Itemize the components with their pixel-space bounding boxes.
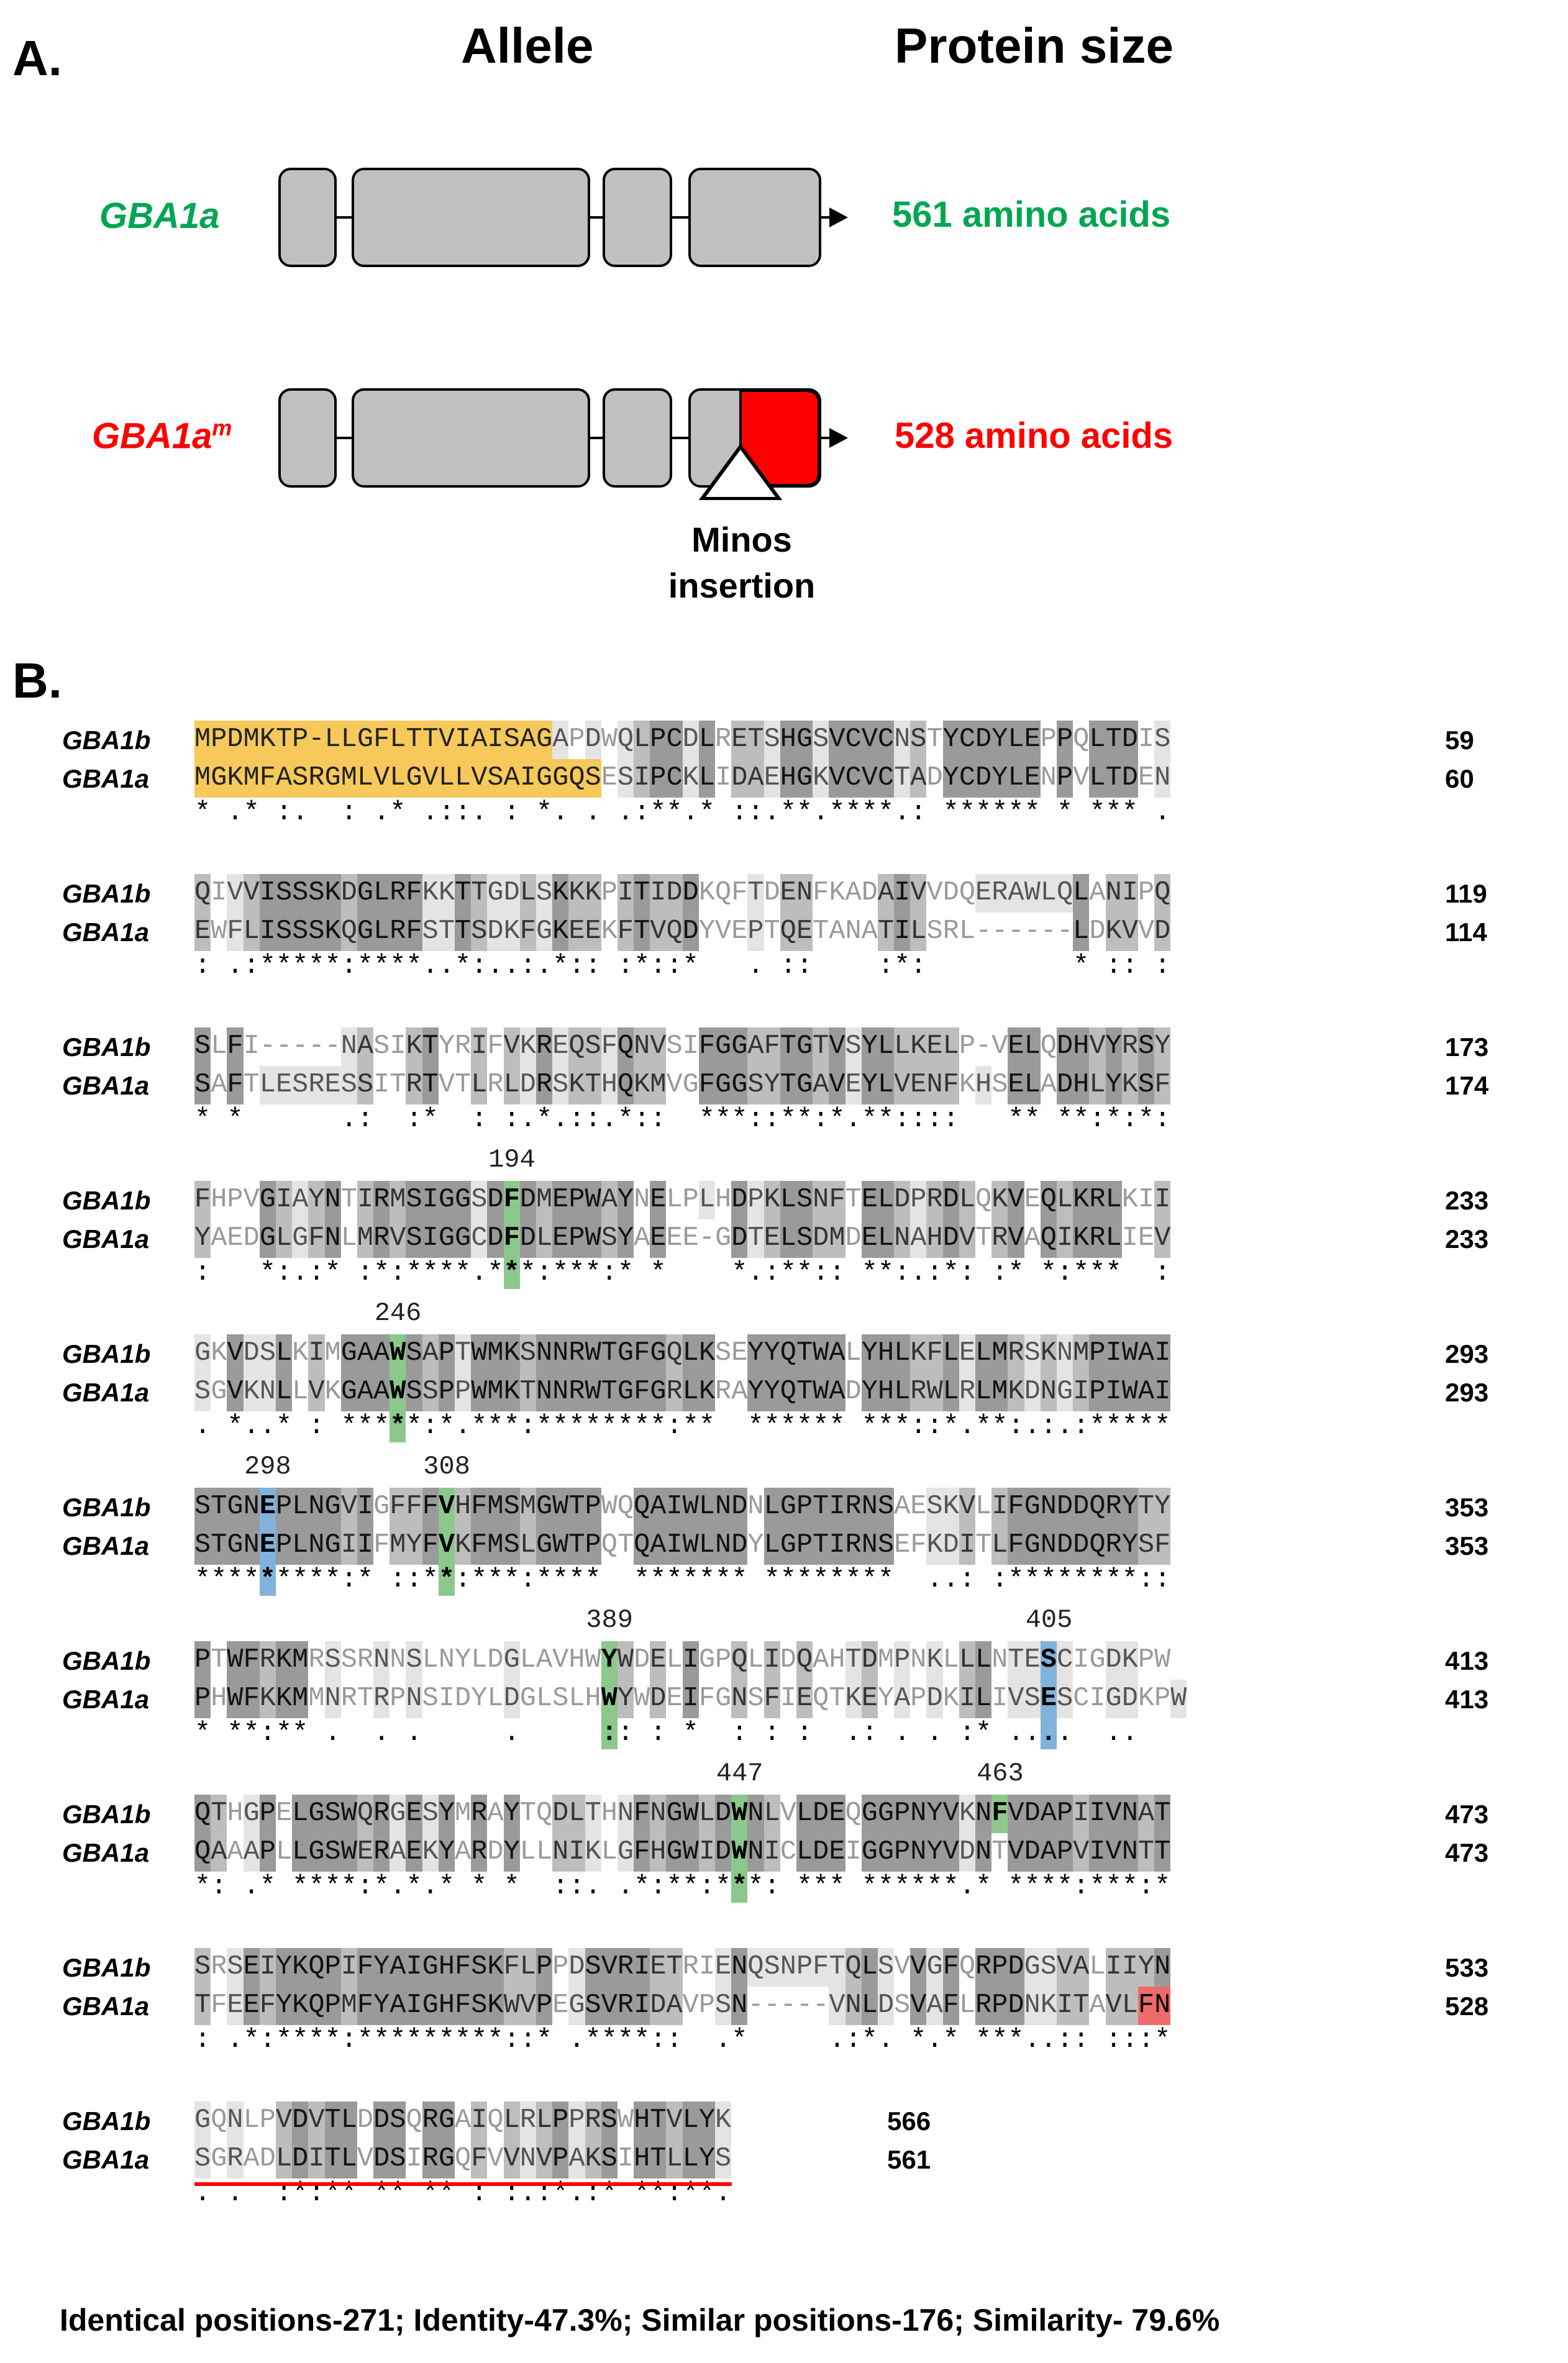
sequence-label: GBA1b [62,1186,151,1215]
sequence-row-a: SLFI-----NASIKTYRIFVKREQSFQNVSIFGGAFTGTV… [194,1027,1171,1066]
sequence-label: GBA1b [62,1339,151,1368]
sequence-row-a: PTWFRKMRSSRNNSLNYLDGLAVHWYWDELIGPQLIDQAH… [194,1641,1170,1680]
consensus-row: * .* :. : .* .::. : *. . .:**.* ::.**.**… [194,798,1171,828]
sequence-row-a: STGNEPLNGVIGFFFVHFMSMGWTPWQQAIWLNDNLGPTI… [194,1488,1171,1526]
residue-count: 293 [1445,1378,1489,1407]
deleted-region-underline [194,2182,732,2186]
sequence-label: GBA1b [62,1800,151,1829]
sequence-row-a: FHPVGIAYNTIRMSIGGSDFDMEPWAYNELPLHDPKLSNF… [194,1181,1171,1219]
sequence-label: GBA1a [62,1992,150,2021]
residue-count: 173 [1445,1032,1489,1062]
protein-size-wildtype: 561 amino acids [892,194,1171,235]
consensus-row: *: .* ****:*.*.* * * ::. .*:**:***: *** … [194,1872,1171,1903]
sequence-row-a: GQNLPVDVTLDDSQRGAIQLRLPPRSWHTVLYK [194,2101,732,2140]
sequence-row-b: SGRADLDITLVDSIRGQFVVNVPAKSIHTLLYS [194,2140,732,2179]
residue-count: 59 [1445,726,1474,755]
consensus-row: *********:* ::**:***:**** ******* ******… [194,1565,1171,1596]
sequence-row-b: STGNEPLNGIIFMYFVKFMSLGWTPQTQAIWLNDYLGPTI… [194,1526,1171,1565]
minos-insertion-label: Minos insertion [668,520,816,605]
sequence-label: GBA1b [62,726,151,755]
residue-count: 233 [1445,1224,1489,1254]
consensus-row: : .:*****:****..*:..:.*:: :*::* . :: :*:… [194,951,1171,981]
protein-size-mutant: 528 amino acids [895,416,1174,456]
residue-count: 114 [1445,917,1487,947]
sequence-row-a: QIVVISSSKDGLRFKKTTGDLSKKKPITIDDKQFTDENFK… [194,874,1171,913]
residue-count: 293 [1445,1339,1489,1368]
sequence-label: GBA1a [62,1838,150,1867]
residue-position-label: 405 [1025,1605,1073,1635]
residue-count: 473 [1445,1800,1489,1829]
residue-position-label: 463 [977,1759,1024,1788]
allele-header: Allele [461,18,594,73]
sequence-row-a: MPDMKTP-LLGFLTTVIAISAGAPDWQLPCDLRETSHGSV… [194,721,1171,759]
sequence-label: GBA1a [62,917,150,947]
residue-count: 533 [1445,1953,1489,1982]
residue-count: 561 [887,2145,931,2174]
residue-position-label: 308 [423,1452,470,1482]
allele-name-mutant: GBA1am [92,415,232,457]
sequence-label: GBA1b [62,1032,151,1062]
sequence-row-b: MGKMFASRGMLVLGVLLVSAIGGQSESIPCKLIDAEHGKV… [194,759,1171,798]
residue-count: 566 [887,2106,931,2136]
sequence-label: GBA1b [62,1953,151,1982]
sequence-row-a: SRSEIYKQPIFYAIGHFSKFLPPDSVRIETRIENQSNPFT… [194,1948,1171,1987]
residue-count: 353 [1445,1493,1489,1522]
residue-position-label: 447 [716,1759,763,1788]
residue-position-label: 389 [586,1605,633,1635]
sequence-row-a: QTHGPELGSWQRGESYMRAYTQDLTHNFNGWLDWNLVLDE… [194,1795,1171,1833]
sequence-row-b: SGVKNLLVKGAAWSSPPWMKTNNRWTGFGRLKRAYYQTWA… [194,1373,1171,1411]
residue-position-label: 194 [488,1145,536,1175]
panel-a-label: A. [12,30,62,86]
sequence-label: GBA1a [62,764,150,793]
sequence-row-b: PHWFKKMMNRTRPNSIDYLDGLSLHWYWDEIFGNSFIEQT… [194,1680,1187,1718]
residue-count: 60 [1445,764,1474,793]
residue-count: 413 [1445,1685,1489,1714]
gene-structure-mutant [278,388,848,500]
residue-count: 413 [1445,1646,1489,1675]
consensus-row: : .*:****:*********::* .****:: .* .:*. *… [194,2025,1171,2056]
sequence-label: GBA1b [62,879,151,908]
consensus-row: * * .: :* : :.*.::.*:: ***::**:*.**:::: … [194,1104,1171,1135]
sequence-label: GBA1a [62,1378,150,1407]
sequence-row-b: SAFTLESRESSITRTVTLRLDRSKTHQKMVGFGGSYTGAV… [194,1066,1171,1104]
consensus-row: . *..* : *****:*.***:********:** ****** … [194,1411,1171,1442]
consensus-row: : *:.:* :*:****.***:***:* * *.:**:: **:.… [194,1258,1171,1289]
sequence-label: GBA1a [62,1071,150,1100]
consensus-row: * **:** . . . . :: : * : : : .: . . :* .… [194,1718,1138,1749]
sequence-row-b: TFEEFYKQPMFYAIGHFSKWVPEGSVRIDAVPSN-----V… [194,1987,1171,2025]
residue-count: 353 [1445,1531,1489,1560]
sequence-label: GBA1a [62,1531,150,1560]
residue-count: 119 [1445,879,1487,908]
protein-size-header: Protein size [895,18,1174,73]
sequence-label: GBA1b [62,1493,151,1522]
residue-position-label: 246 [374,1298,422,1328]
residue-count: 233 [1445,1186,1489,1215]
alignment-statistics: Identical positions-271; Identity-47.3%;… [60,2303,1220,2338]
sequence-label: GBA1a [62,1224,150,1254]
sequence-label: GBA1b [62,2106,151,2136]
sequence-row-b: QAAAPLLGSWERAEKYARDYLLNIKLGFHGWIDWNICLDE… [194,1833,1171,1872]
residue-position-label: 298 [244,1452,291,1482]
panel-b-label: B. [12,653,62,708]
residue-count: 528 [1445,1992,1489,2021]
gene-structure-wildtype [278,168,848,267]
sequence-label: GBA1a [62,2145,150,2174]
sequence-row-a: GKVDSLKIMGAAWSAPTWMKSNNRWTGFGQLKSEYYQTWA… [194,1334,1171,1373]
allele-name-wildtype: GBA1a [99,196,220,236]
sequence-row-b: EWFLISSSKQGLRFSTTSDKFGKEEKFTVQDYVEPTQETA… [194,913,1171,951]
residue-count: 473 [1445,1838,1489,1867]
sequence-row-b: YAEDGLGFNLMRVSIGGCDFDLEPWSYAEEE-GDTELSDM… [194,1219,1171,1258]
sequence-label: GBA1b [62,1646,151,1675]
residue-count: 174 [1445,1071,1489,1100]
sequence-label: GBA1a [62,1685,150,1714]
